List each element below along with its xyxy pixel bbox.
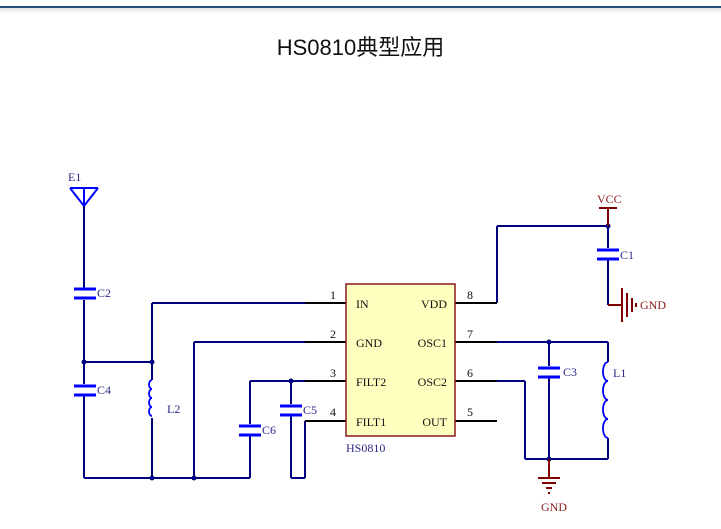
c4-label: C4 — [97, 383, 111, 397]
pin-number-3: 3 — [330, 366, 336, 380]
pin-label-osc1: OSC1 — [418, 336, 447, 350]
capacitor-c5-icon — [280, 404, 302, 417]
diagram-title: HS0810典型应用 — [276, 35, 445, 60]
junction-dot — [149, 475, 155, 481]
junction-dot — [81, 359, 87, 365]
wires — [83, 205, 609, 479]
pin-label-out: OUT — [422, 415, 447, 429]
capacitor-c1-icon — [597, 248, 619, 261]
ic-name-label: HS0810 — [346, 441, 385, 455]
gnd-label-c1: GND — [640, 298, 666, 312]
pin-number-4: 4 — [330, 405, 336, 419]
capacitor-c4-icon — [74, 384, 96, 397]
top-shadow — [0, 8, 721, 14]
pin-label-osc2: OSC2 — [418, 375, 447, 389]
ic-body — [345, 283, 456, 437]
pin-number-6: 6 — [467, 366, 473, 380]
junction-dot — [546, 339, 552, 345]
c6-label: C6 — [262, 423, 276, 437]
gnd-label-bottom: GND — [541, 500, 567, 514]
junctions — [81, 223, 611, 481]
capacitor-c3-icon — [538, 366, 560, 379]
pin-label-vdd: VDD — [421, 297, 447, 311]
junction-dot — [191, 475, 197, 481]
l1-label: L1 — [613, 366, 626, 380]
top-border — [0, 6, 721, 8]
vcc-icon — [599, 207, 617, 226]
pin-number-5: 5 — [467, 405, 473, 419]
pin-number-8: 8 — [467, 288, 473, 302]
inductor-l1-icon — [602, 361, 609, 439]
capacitor-c2-icon — [74, 287, 96, 300]
pin-label-filt2: FILT2 — [356, 375, 386, 389]
pin-label-gnd: GND — [356, 336, 382, 350]
junction-dot — [288, 378, 294, 384]
antenna-label: E1 — [68, 170, 81, 184]
pin-number-1: 1 — [330, 288, 336, 302]
pin-number-7: 7 — [467, 327, 473, 341]
pin-stubs — [305, 302, 497, 422]
c1-label: C1 — [620, 248, 634, 262]
pin-label-in: IN — [356, 297, 369, 311]
pin-number-2: 2 — [330, 327, 336, 341]
c3-label: C3 — [563, 365, 577, 379]
vcc-label: VCC — [597, 192, 622, 206]
junction-dot — [149, 359, 155, 365]
pin-label-filt1: FILT1 — [356, 415, 386, 429]
capacitor-c6-icon — [239, 424, 261, 437]
ground-icon — [538, 459, 560, 494]
l2-label: L2 — [167, 402, 180, 416]
c2-label: C2 — [97, 286, 111, 300]
inductor-l2-icon — [148, 379, 153, 417]
antenna-icon — [69, 187, 99, 207]
ground-icon — [608, 288, 637, 322]
c5-label: C5 — [303, 403, 317, 417]
capacitors — [74, 248, 619, 437]
